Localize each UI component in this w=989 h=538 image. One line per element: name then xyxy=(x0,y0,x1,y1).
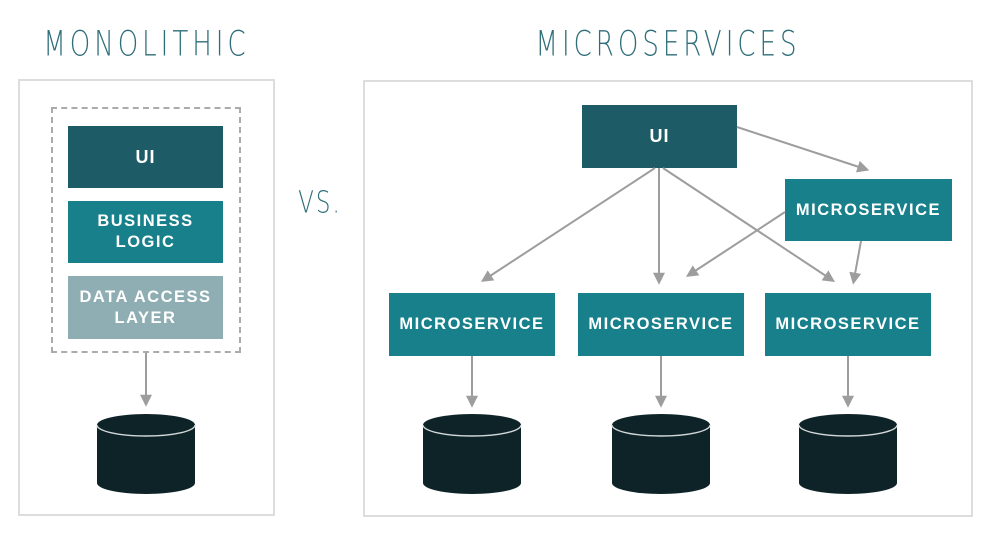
microservice-node-3: MICROSERVICE xyxy=(765,293,931,356)
versus-label: VS. xyxy=(298,186,342,221)
monolith-ui-layer: UI xyxy=(68,126,223,188)
microservice-node-right: MICROSERVICE xyxy=(785,179,952,241)
microservices-title: MICROSERVICES xyxy=(535,25,801,65)
microservice-node-1: MICROSERVICE xyxy=(389,293,555,356)
monolith-business-logic-layer: BUSINESS LOGIC xyxy=(68,201,223,263)
monolithic-title: MONOLITHIC xyxy=(43,25,250,65)
microservice-node-2: MICROSERVICE xyxy=(578,293,744,356)
ui-node: UI xyxy=(582,105,737,168)
monolith-dashed-boundary xyxy=(51,107,241,353)
monolith-data-access-layer: DATA ACCESS LAYER xyxy=(68,276,223,339)
